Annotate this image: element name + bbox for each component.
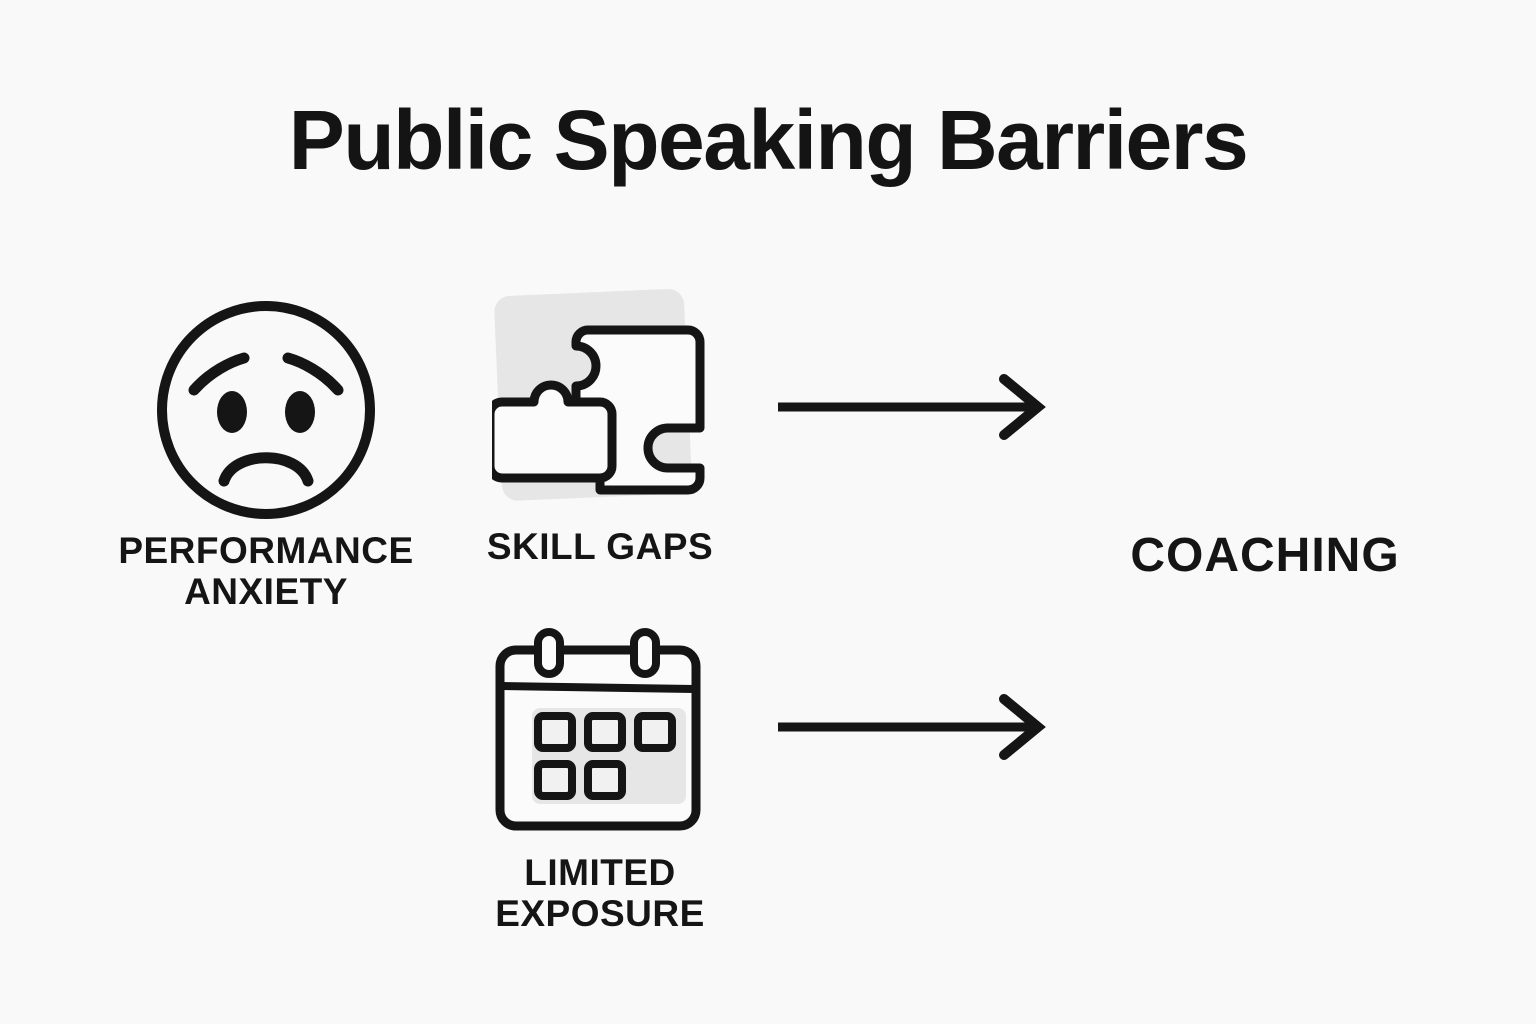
page-title: Public Speaking Barriers	[288, 93, 1249, 187]
arrow-right-icon-bottom	[775, 692, 1050, 767]
barrier-label-performance-anxiety: PERFORMANCE ANXIETY	[118, 530, 414, 613]
puzzle-pieces-icon	[485, 286, 708, 508]
arrow-right-icon-top	[775, 372, 1050, 447]
barrier-label-skill-gaps: SKILL GAPS	[486, 526, 714, 567]
barrier-skill-gaps: SKILL GAPS	[485, 286, 713, 567]
outcome-label: COACHING	[1130, 529, 1400, 582]
barrier-limited-exposure: LIMITED EXPOSURE	[492, 628, 708, 934]
worried-face-icon	[148, 292, 384, 528]
barrier-label-limited-exposure: LIMITED EXPOSURE	[495, 852, 705, 935]
barrier-performance-anxiety: PERFORMANCE ANXIETY	[118, 292, 413, 612]
calendar-icon	[492, 628, 708, 836]
outcome-coaching: COACHING	[1030, 528, 1500, 583]
